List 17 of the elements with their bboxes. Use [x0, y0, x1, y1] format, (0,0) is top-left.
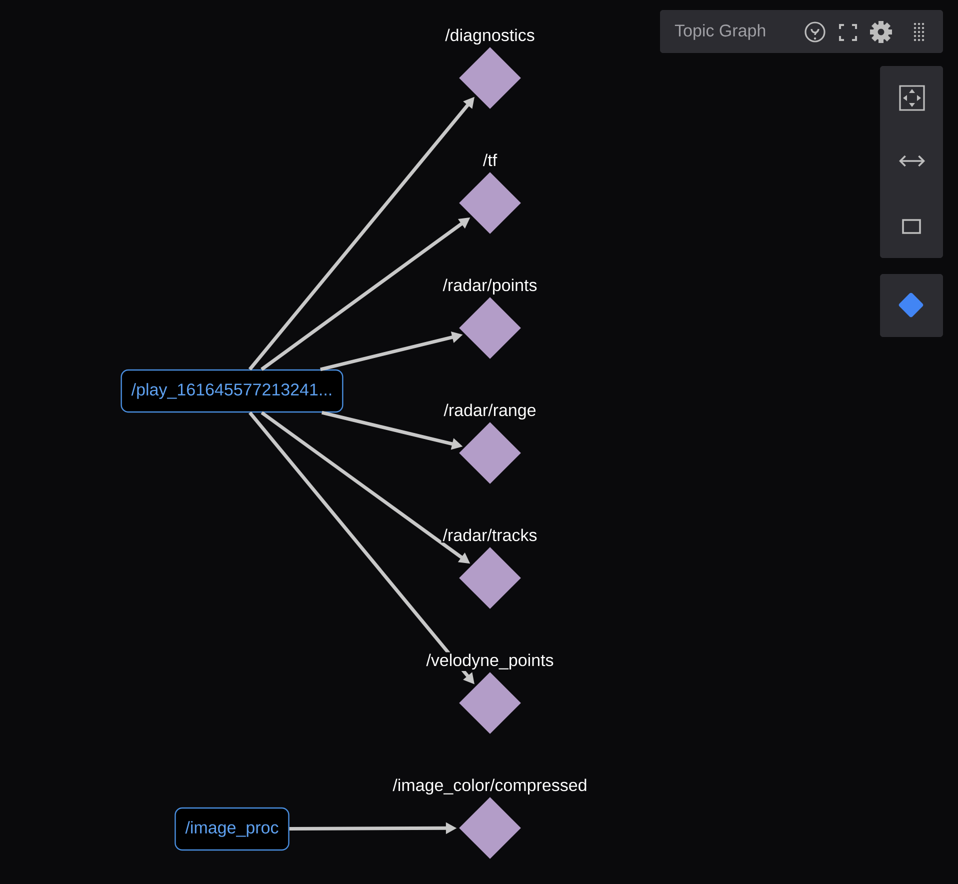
topic-diamond: [459, 172, 521, 234]
topic-diamond: [459, 672, 521, 734]
topic-label: /radar/range: [442, 402, 538, 422]
topic-label: /image_color/compressed: [391, 777, 589, 796]
node-box: /image_proc: [174, 807, 290, 851]
panel-header: Topic Graph: [660, 10, 943, 53]
topic-diamond: [459, 47, 521, 109]
topic-diamond: [459, 797, 521, 859]
topic-label: /diagnostics: [444, 27, 536, 46]
topic-diamond: [459, 297, 521, 359]
topic-diamond: [459, 547, 521, 609]
topic-label: /velodyne_points: [424, 652, 556, 672]
topic-label: /radar/tracks: [441, 527, 539, 543]
topic-diamond: [459, 422, 521, 484]
topic-label: /tf: [481, 152, 499, 168]
node-box: /play_161645577213241...: [120, 369, 344, 413]
topic-label: /radar/points: [441, 277, 539, 296]
